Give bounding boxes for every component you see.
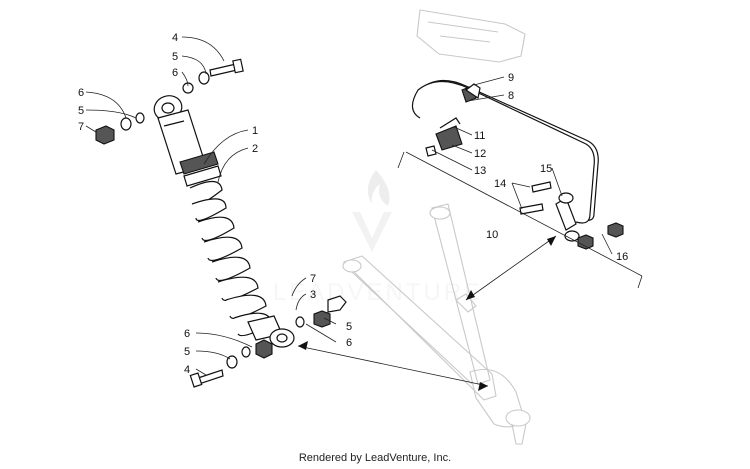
callout-6-bottom: 6 — [184, 328, 190, 340]
shock-absorber — [153, 95, 295, 348]
callout-8: 8 — [508, 90, 514, 102]
callout-labels: 1 2 3 4 4 5 5 5 5 6 6 6 6 7 7 8 9 10 11 … — [78, 32, 628, 376]
callout-6-top: 6 — [172, 67, 178, 79]
callout-4-bottom: 4 — [184, 364, 190, 376]
callout-7-left: 7 — [78, 121, 84, 133]
end-link — [519, 181, 624, 250]
callout-5-top: 5 — [172, 51, 178, 63]
callout-5-bottom: 5 — [184, 346, 190, 358]
callout-6-right: 6 — [346, 337, 352, 349]
callout-6-left: 6 — [78, 87, 84, 99]
watermark-logo: LEADVENTURE — [273, 170, 483, 306]
callout-14: 14 — [494, 178, 506, 190]
group-bracket-10 — [397, 151, 643, 289]
sway-bar-bushing — [425, 117, 463, 157]
callout-9: 9 — [508, 72, 514, 84]
coil-spring — [189, 180, 273, 337]
leader-lines — [85, 36, 613, 376]
lower-mount-hardware — [189, 295, 347, 388]
frame-bracket — [416, 9, 526, 63]
callout-3: 3 — [310, 289, 316, 301]
callout-7-right: 7 — [310, 273, 316, 285]
upper-mount-hardware — [95, 58, 244, 145]
callout-5-left: 5 — [78, 105, 84, 117]
callout-5-right: 5 — [346, 321, 352, 333]
footer-credit: Rendered by LeadVenture, Inc. — [298, 452, 452, 464]
callout-1: 1 — [252, 125, 258, 137]
watermark-text: LEADVENTURE — [273, 279, 483, 306]
callout-10: 10 — [486, 229, 498, 241]
callout-13: 13 — [474, 165, 486, 177]
callout-15: 15 — [540, 163, 552, 175]
callout-4-top: 4 — [172, 32, 178, 44]
callout-16: 16 — [616, 251, 628, 263]
a-arm — [342, 203, 531, 445]
callout-12: 12 — [474, 148, 486, 160]
arrow-connector-1 — [297, 341, 489, 391]
callout-11: 11 — [474, 130, 485, 142]
callout-2: 2 — [252, 143, 258, 155]
arrow-connector-2 — [465, 235, 557, 301]
